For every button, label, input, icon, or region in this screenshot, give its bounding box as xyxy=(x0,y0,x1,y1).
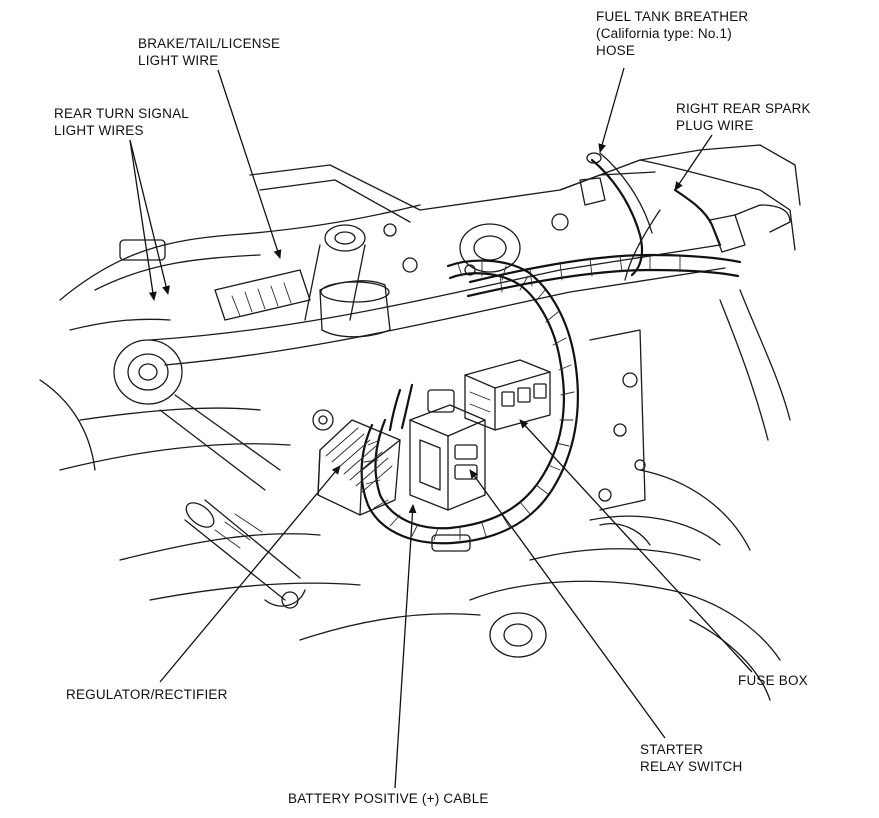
frame-outline xyxy=(39,144,801,701)
label-line: REGULATOR/RECTIFIER xyxy=(66,687,228,702)
left-shock-absorber xyxy=(113,339,306,609)
label-line: RIGHT REAR SPARK xyxy=(676,101,811,116)
label-line: HOSE xyxy=(596,43,636,58)
upper-left-hardware xyxy=(119,223,418,321)
label-line: REAR TURN SIGNAL xyxy=(54,106,189,121)
right-side-hardware xyxy=(312,329,651,658)
fuel-tank-breather-hose-part xyxy=(586,152,653,277)
label-battery-positive-cable: BATTERY POSITIVE (+) CABLE xyxy=(288,790,489,807)
label-rear-turn-signal-light-wires: REAR TURN SIGNAL LIGHT WIRES xyxy=(54,105,189,139)
label-line: FUSE BOX xyxy=(738,673,808,688)
fuse-box-part xyxy=(464,359,551,431)
wire-harness xyxy=(360,253,742,545)
label-line: STARTER xyxy=(640,742,704,757)
label-line: RELAY SWITCH xyxy=(640,759,743,774)
starter-relay-switch-part xyxy=(409,389,486,511)
label-line: BATTERY POSITIVE (+) CABLE xyxy=(288,791,489,806)
label-fuse-box: FUSE BOX xyxy=(738,672,808,689)
regulator-rectifier-part xyxy=(317,419,401,516)
spark-plug-wire-part xyxy=(624,188,791,281)
label-line: FUEL TANK BREATHER xyxy=(596,9,749,24)
label-right-rear-spark-plug-wire: RIGHT REAR SPARK PLUG WIRE xyxy=(676,100,811,134)
label-fuel-tank-breather-hose: FUEL TANK BREATHER (California type: No.… xyxy=(596,8,748,59)
label-brake-tail-license-light-wire: BRAKE/TAIL/LICENSE LIGHT WIRE xyxy=(138,35,280,69)
label-line: PLUG WIRE xyxy=(676,118,754,133)
label-regulator-rectifier: REGULATOR/RECTIFIER xyxy=(66,686,228,703)
label-starter-relay-switch: STARTER RELAY SWITCH xyxy=(640,741,742,775)
leader-lines xyxy=(129,67,753,789)
label-line: (California type: No.1) xyxy=(596,26,732,41)
label-line: LIGHT WIRE xyxy=(138,53,219,68)
upper-center-components xyxy=(319,177,606,338)
label-line: LIGHT WIRES xyxy=(54,123,144,138)
label-line: BRAKE/TAIL/LICENSE xyxy=(138,36,281,51)
